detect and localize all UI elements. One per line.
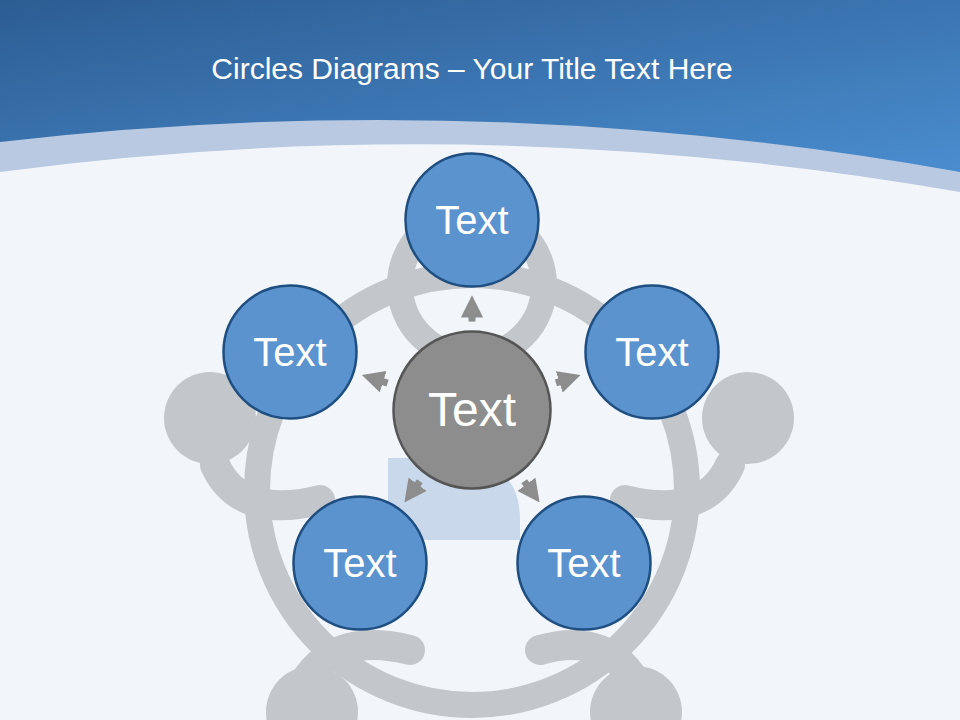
node-text-group: Text [435, 198, 508, 242]
circle-shape [294, 497, 427, 630]
head [266, 666, 358, 720]
node-text-group: Text [547, 541, 620, 585]
right-arm [625, 465, 730, 505]
arrow-connector [556, 378, 570, 382]
arrow-connector [524, 481, 533, 493]
circle-shape [394, 332, 551, 489]
people-heads [164, 372, 794, 720]
node-text-group: Text [428, 384, 516, 437]
circle-shape [406, 154, 539, 287]
slide-title: Circles Diagrams – Your Title Text Here [0, 52, 944, 86]
node-label: Text [547, 541, 620, 585]
arrow-connector [469, 306, 476, 321]
node-label: Text [435, 198, 508, 242]
center-circle: Text [392, 330, 552, 490]
node-label: Text [323, 541, 396, 585]
arrow-connector [411, 481, 420, 493]
node-text-group: Text [615, 330, 688, 374]
left-arm [215, 465, 320, 505]
outer-circle: Text [404, 152, 540, 288]
node-label: Text [615, 330, 688, 374]
circle-shape [224, 286, 357, 419]
arrow-connector [373, 378, 388, 383]
outer-circle: Text [584, 284, 720, 420]
outer-circle: Text [292, 495, 428, 631]
circle-shape [586, 286, 719, 419]
node-label: Text [428, 384, 516, 437]
head [702, 372, 794, 464]
node-label: Text [253, 330, 326, 374]
node-text-group: Text [253, 330, 326, 374]
circle-shape [518, 497, 651, 630]
outer-circle: Text [222, 284, 358, 420]
outer-circle: Text [516, 495, 652, 631]
header-bar [0, 0, 960, 172]
node-text-group: Text [323, 541, 396, 585]
head [590, 666, 682, 720]
